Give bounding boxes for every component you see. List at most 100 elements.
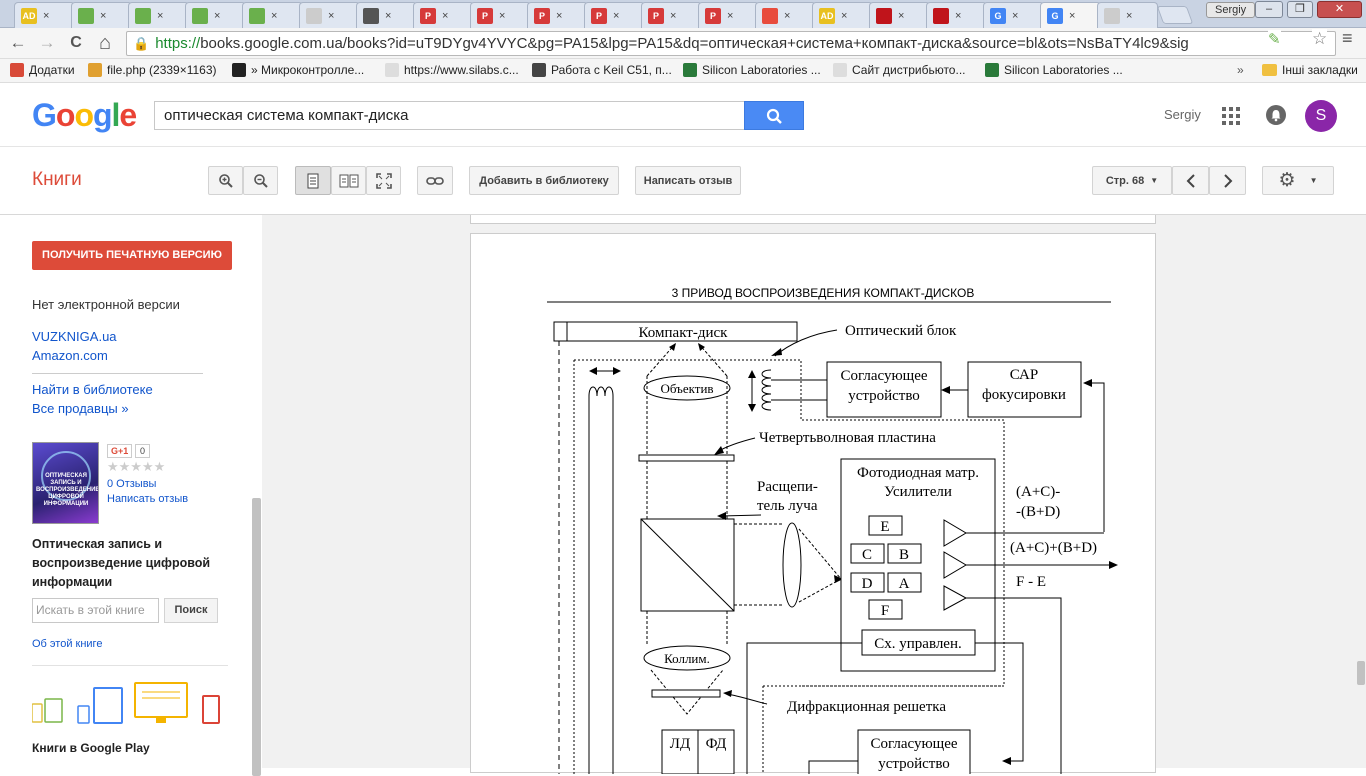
minimize-button[interactable]: – (1255, 1, 1283, 18)
bookmark-item[interactable]: Silicon Laboratories ... (985, 63, 1123, 77)
link-button[interactable] (417, 166, 453, 195)
google-play-devices-icon[interactable] (32, 682, 222, 727)
close-tab-icon[interactable]: × (1069, 10, 1076, 22)
close-window-button[interactable]: ✕ (1317, 1, 1362, 18)
bookmark-item[interactable]: https://www.silabs.c... (385, 63, 519, 77)
search-button[interactable] (744, 101, 804, 130)
bookmark-item[interactable]: file.php (2339×1163) (88, 63, 217, 77)
google-play-books-link[interactable]: Книги в Google Play (32, 741, 150, 755)
bookmark-item[interactable]: Silicon Laboratories ... (683, 63, 821, 77)
bookmark-item[interactable]: Додатки (10, 63, 75, 77)
bookmarks-more-button[interactable]: » (1237, 63, 1244, 77)
restore-button[interactable]: ❐ (1287, 1, 1313, 18)
close-tab-icon[interactable]: × (727, 9, 734, 22)
book-cover[interactable]: ОПТИЧЕСКАЯ ЗАПИСЬ И ВОСПРОИЗВЕДЕНИЕ ЦИФР… (32, 442, 99, 524)
browser-tab[interactable]: × (71, 2, 132, 28)
close-tab-icon[interactable]: × (328, 9, 335, 22)
new-tab-button[interactable] (1156, 6, 1194, 24)
close-tab-icon[interactable]: × (214, 9, 221, 22)
seller-link-vuzkniga[interactable]: VUZKNIGA.ua (32, 329, 117, 344)
browser-tab[interactable]: × (869, 2, 930, 28)
close-tab-icon[interactable]: × (1012, 9, 1019, 22)
menu-icon[interactable]: ≡ (1342, 28, 1353, 48)
write-review-button[interactable]: Написать отзыв (635, 166, 741, 195)
browser-tab[interactable]: × (1097, 2, 1158, 28)
add-to-library-button[interactable]: Добавить в библиотеку (469, 166, 619, 195)
find-in-library-link[interactable]: Найти в библиотеке (32, 382, 153, 397)
close-tab-icon[interactable]: × (841, 9, 848, 22)
browser-tab[interactable]: × (299, 2, 360, 28)
about-book-link[interactable]: Об этой книге (32, 638, 103, 650)
seller-link-amazon[interactable]: Amazon.com (32, 348, 108, 363)
browser-tab[interactable]: × (128, 2, 189, 28)
prev-page-button[interactable] (1172, 166, 1209, 195)
close-tab-icon[interactable]: × (271, 9, 278, 22)
fullscreen-button[interactable] (366, 166, 401, 195)
all-sellers-link[interactable]: Все продавцы » (32, 401, 129, 416)
browser-tab[interactable]: P× (413, 2, 474, 28)
browser-tab[interactable]: × (242, 2, 303, 28)
browser-tab[interactable]: AD× (14, 2, 75, 28)
sidebar-scrollbar[interactable] (252, 498, 261, 776)
bookmark-star-icon[interactable]: ☆ (1312, 29, 1328, 49)
reviews-link[interactable]: 0 Отзывы (107, 478, 157, 490)
bookmark-item[interactable]: Работа с Keil C51, п... (532, 63, 672, 77)
address-bar[interactable]: 🔒 https:// books.google.com.ua/books?id=… (126, 31, 1336, 56)
book-search-input[interactable]: Искать в этой книге (32, 598, 159, 623)
browser-tab[interactable]: AD× (812, 2, 873, 28)
page-scrollbar[interactable] (1356, 215, 1366, 768)
get-print-button[interactable]: ПОЛУЧИТЬ ПЕЧАТНУЮ ВЕРСИЮ (32, 241, 232, 270)
bookmark-item[interactable]: Сайт дистрибьюто... (833, 63, 965, 77)
close-tab-icon[interactable]: × (385, 9, 392, 22)
page-select[interactable]: Стр. 68 ▼ (1092, 166, 1172, 195)
close-tab-icon[interactable]: × (499, 9, 506, 22)
extension-icon[interactable]: ✎ (1268, 30, 1281, 48)
close-tab-icon[interactable]: × (955, 9, 962, 22)
zoom-in-button[interactable] (208, 166, 243, 195)
write-review-link[interactable]: Написать отзыв (107, 493, 189, 505)
zoom-out-button[interactable] (243, 166, 278, 195)
browser-tab[interactable]: P× (470, 2, 531, 28)
other-bookmarks-folder[interactable]: Інші закладки (1262, 63, 1358, 77)
search-input[interactable]: оптическая система компакт-диска (154, 101, 744, 130)
close-tab-icon[interactable]: × (43, 9, 50, 22)
profile-button[interactable]: Sergiy (1206, 2, 1256, 18)
reload-icon[interactable]: C (70, 34, 82, 51)
google-logo[interactable]: Google (32, 97, 137, 133)
forward-icon[interactable]: → (38, 33, 56, 52)
close-tab-icon[interactable]: × (556, 9, 563, 22)
bookmark-item[interactable]: » Микроконтролле... (232, 63, 364, 77)
close-tab-icon[interactable]: × (898, 9, 905, 22)
close-tab-icon[interactable]: × (784, 9, 791, 22)
next-page-button[interactable] (1209, 166, 1246, 195)
close-tab-icon[interactable]: × (442, 9, 449, 22)
browser-tab[interactable]: P× (641, 2, 702, 28)
two-page-view-button[interactable] (331, 166, 366, 195)
avatar[interactable]: S (1305, 100, 1337, 132)
scroll-thumb[interactable] (1357, 661, 1365, 685)
browser-tab[interactable]: G× (983, 2, 1044, 28)
user-name[interactable]: Sergiy (1164, 107, 1201, 122)
close-tab-icon[interactable]: × (100, 9, 107, 22)
browser-tab[interactable]: P× (527, 2, 588, 28)
books-title[interactable]: Книги (32, 169, 82, 190)
browser-tab[interactable]: G× (1040, 2, 1101, 29)
single-page-view-button[interactable] (295, 166, 331, 195)
close-tab-icon[interactable]: × (670, 9, 677, 22)
browser-tab[interactable]: × (185, 2, 246, 28)
close-tab-icon[interactable]: × (613, 9, 620, 22)
google-plus-button[interactable]: G+1 (107, 444, 133, 458)
home-icon[interactable]: ⌂ (98, 32, 112, 54)
browser-tab[interactable]: × (356, 2, 417, 28)
browser-tab[interactable]: × (755, 2, 816, 28)
browser-tab[interactable]: P× (584, 2, 645, 28)
back-icon[interactable]: ← (9, 33, 27, 52)
settings-button[interactable]: ⚙ ▼ (1262, 166, 1334, 195)
apps-grid-icon[interactable] (1222, 107, 1240, 125)
browser-tab[interactable]: P× (698, 2, 759, 28)
notifications-bell-icon[interactable] (1266, 105, 1286, 125)
book-reader[interactable]: 3 ПРИВОД ВОСПРОИЗВЕДЕНИЯ КОМПАКТ-ДИСКОВ … (262, 215, 1356, 774)
close-tab-icon[interactable]: × (157, 9, 164, 22)
close-tab-icon[interactable]: × (1126, 9, 1133, 22)
browser-tab[interactable]: × (926, 2, 987, 28)
